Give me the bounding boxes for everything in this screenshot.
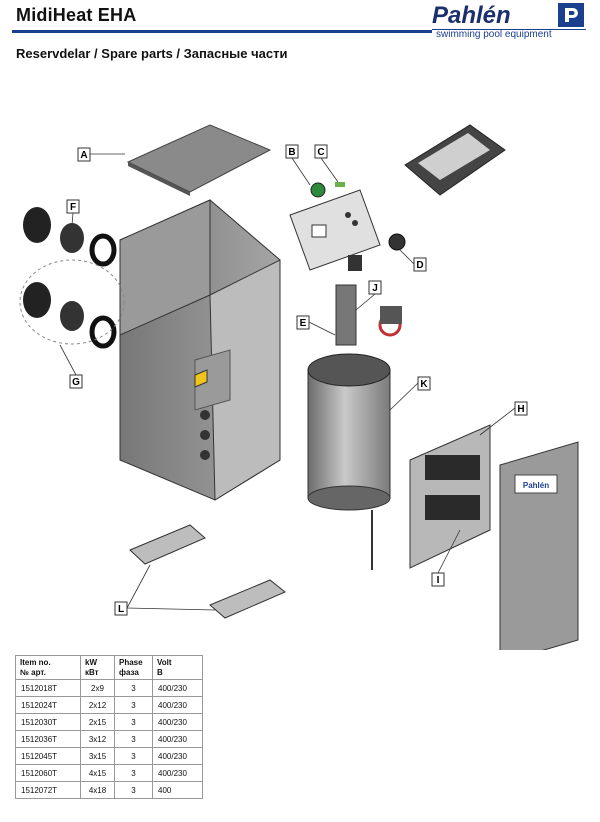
- callout-l: L: [118, 604, 124, 615]
- callout-h: H: [517, 404, 524, 415]
- front-panel: Pahlén: [499, 441, 579, 650]
- brand-name: Pahlén: [432, 2, 511, 29]
- cell-phase: 3: [114, 679, 153, 697]
- col-item-no: Item no.№ арт.: [15, 655, 81, 680]
- cell-item: 1512072T: [15, 781, 81, 799]
- circuit-board: [409, 424, 491, 569]
- cabinet: [119, 199, 281, 501]
- table-row: 1512030T 2x15 3 400/230: [15, 713, 203, 731]
- cell-kw: 2x12: [80, 696, 115, 714]
- cell-item: 1512024T: [15, 696, 81, 714]
- callout-f: F: [70, 202, 76, 213]
- table-row: 1512018T 2x9 3 400/230: [15, 679, 203, 697]
- cell-phase: 3: [114, 696, 153, 714]
- callout-k: K: [420, 379, 428, 390]
- leader-lines: [59, 153, 516, 611]
- callout-a: A: [80, 150, 87, 161]
- cell-phase: 3: [114, 730, 153, 748]
- cell-volt: 400/230: [152, 679, 203, 697]
- heating-element: [335, 284, 402, 346]
- cell-kw: 4x18: [80, 781, 115, 799]
- cell-item: 1512030T: [15, 713, 81, 731]
- cell-kw: 4x15: [80, 764, 115, 782]
- fittings-lower: [23, 282, 117, 349]
- callout-e: E: [300, 318, 307, 329]
- cell-phase: 3: [114, 713, 153, 731]
- exploded-parts-diagram: Pahlén A B C D E F G H I J K L: [19, 124, 579, 650]
- cell-kw: 2x9: [80, 679, 115, 697]
- control-panel: [289, 189, 381, 271]
- cabinet-lid: [126, 124, 272, 196]
- cell-volt: 400/230: [152, 696, 203, 714]
- display-cover: [404, 124, 506, 196]
- page-header: MidiHeat EHA Pahlén swimming pool equipm…: [0, 0, 600, 44]
- cell-item: 1512036T: [15, 730, 81, 748]
- table-row: 1512024T 2x12 3 400/230: [15, 696, 203, 714]
- brand-logo: Pahlén swimming pool equipment: [432, 2, 586, 40]
- panel-logo: Pahlén: [523, 481, 549, 490]
- cell-kw: 3x12: [80, 730, 115, 748]
- cell-item: 1512060T: [15, 764, 81, 782]
- callout-i: I: [437, 575, 440, 586]
- page-title: MidiHeat EHA: [16, 5, 137, 25]
- title-rule: [12, 30, 432, 33]
- cell-phase: 3: [114, 747, 153, 765]
- brand-band: [432, 29, 586, 41]
- cell-item: 1512045T: [15, 747, 81, 765]
- brand-tagline: swimming pool equipment: [436, 29, 552, 40]
- callout-j: J: [372, 283, 378, 294]
- cell-volt: 400/230: [152, 747, 203, 765]
- callout-d: D: [416, 260, 423, 271]
- callout-g: G: [72, 377, 80, 388]
- cell-kw: 2x15: [80, 713, 115, 731]
- table-row: 1512072T 4x18 3 400: [15, 781, 203, 799]
- cell-volt: 400: [152, 781, 203, 799]
- cell-phase: 3: [114, 781, 153, 799]
- heater-tank: [307, 353, 391, 570]
- cell-kw: 3x15: [80, 747, 115, 765]
- brand-mark-icon: [558, 3, 584, 27]
- page-subtitle: Reservdelar / Spare parts / Запасные час…: [16, 46, 288, 61]
- table-row: 1512036T 3x12 3 400/230: [15, 730, 203, 748]
- cell-volt: 400/230: [152, 764, 203, 782]
- cell-phase: 3: [114, 764, 153, 782]
- cell-volt: 400/230: [152, 713, 203, 731]
- callout-labels: A B C D E F G H I J K L: [66, 144, 528, 616]
- cell-item: 1512018T: [15, 679, 81, 697]
- fittings-upper: [23, 207, 117, 267]
- cell-volt: 400/230: [152, 730, 203, 748]
- table-row: 1512060T 4x15 3 400/230: [15, 764, 203, 782]
- callout-c: C: [317, 147, 324, 158]
- callout-b: B: [288, 147, 295, 158]
- table-row: 1512045T 3x15 3 400/230: [15, 747, 203, 765]
